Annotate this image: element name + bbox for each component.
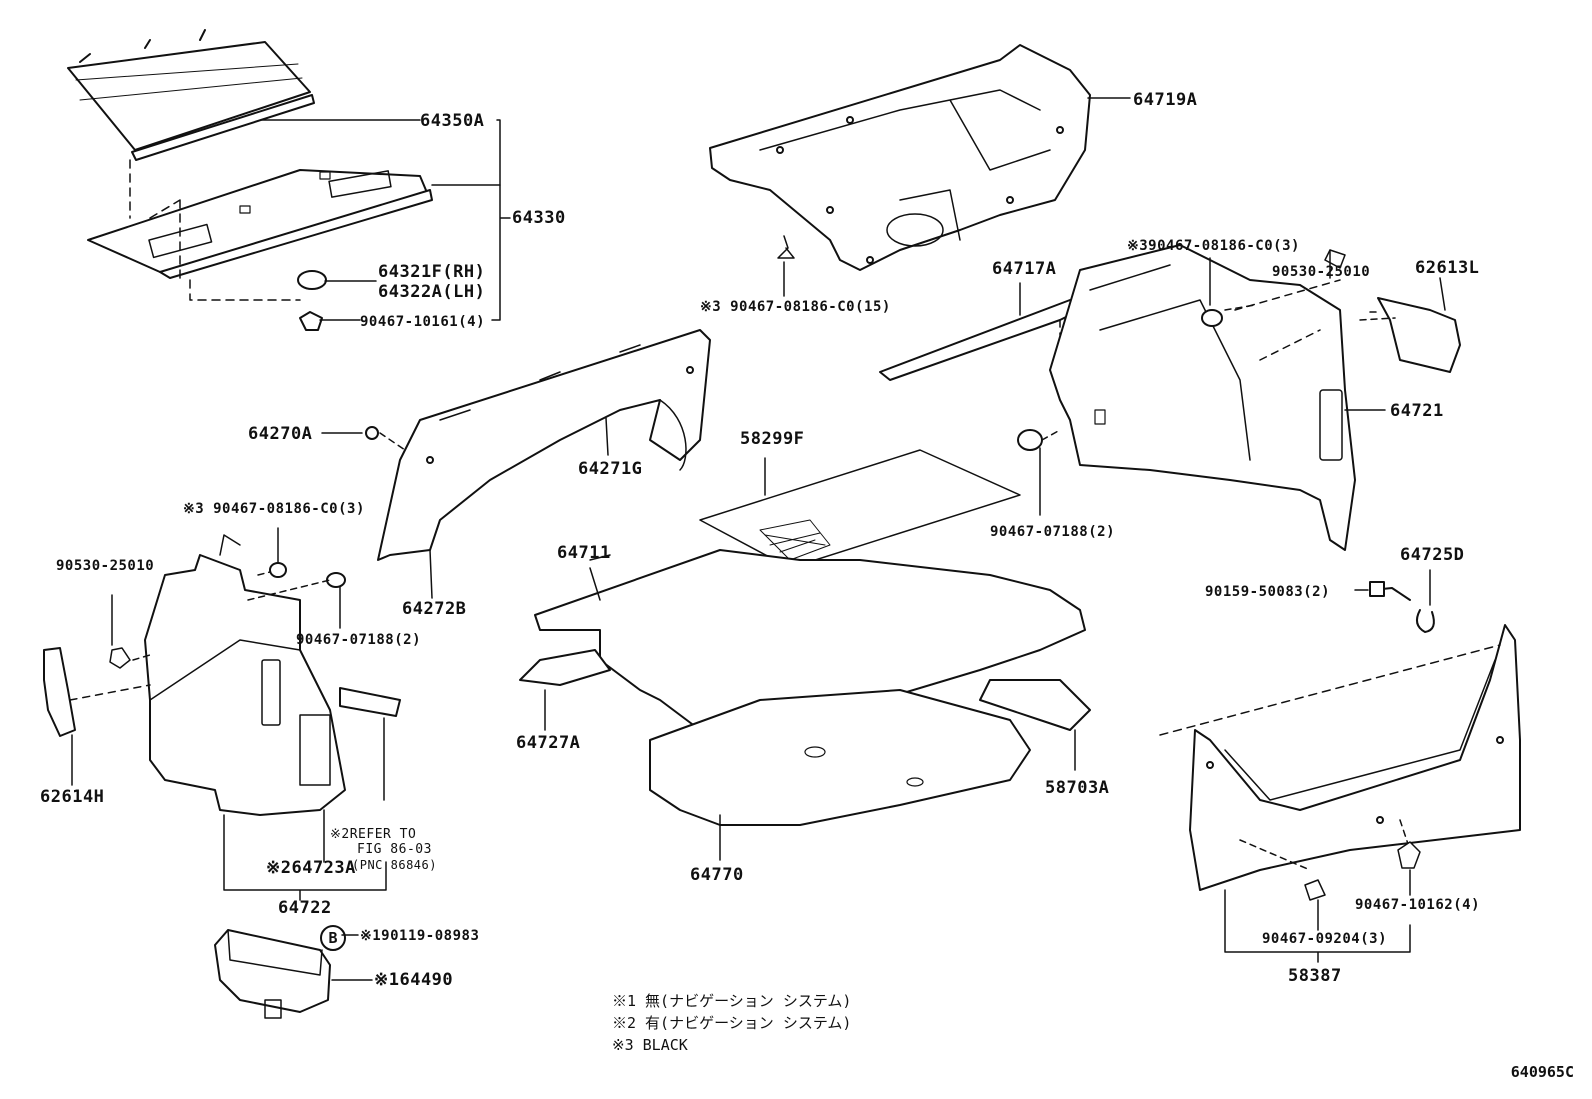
trunk-end-trim-part (1189, 624, 1521, 891)
label-64727A: 64727A (516, 733, 581, 753)
label-58703A: 58703A (1045, 778, 1110, 798)
label-64725D: 64725D (1400, 545, 1465, 565)
label-64722: 64722 (278, 898, 332, 918)
label-64770: 64770 (690, 865, 744, 885)
label-64270A: 64270A (248, 424, 313, 444)
trunk-lid-trim-part (709, 44, 1091, 271)
label-90159-50083: 90159-50083(2) (1205, 584, 1331, 600)
package-tray-part (87, 169, 433, 279)
label-refer-to: ※2REFER TO (330, 827, 417, 842)
label-refer-fig: FIG 86-03 (357, 842, 432, 857)
tonneau-cover-part (67, 29, 315, 161)
storage-tray-part (214, 929, 331, 1019)
label-58299F: 58299F (740, 429, 805, 449)
label-64490: ※164490 (374, 970, 454, 990)
luggage-net-part (699, 449, 1021, 569)
legend-note-3: ※3 BLACK (612, 1036, 688, 1054)
label-64350A: 64350A (420, 111, 485, 131)
label-90119-08983: ※190119-08983 (360, 928, 480, 944)
legend-note-1: ※1 無(ナビゲーション システム) (612, 992, 852, 1010)
label-58387: 58387 (1288, 966, 1342, 986)
label-90467-10161: 90467-10161(4) (360, 314, 486, 330)
legend: ※1 無(ナビゲーション システム) ※2 有(ナビゲーション システム) ※3… (612, 990, 851, 1056)
label-62613L: 62613L (1415, 258, 1480, 278)
label-64719A: 64719A (1133, 90, 1198, 110)
label-64272B: 64272B (402, 599, 467, 619)
label-64717A: 64717A (992, 259, 1057, 279)
diagram-code: 640965C (1510, 1063, 1574, 1081)
label-64321F: 64321F(RH) (378, 262, 486, 282)
trunk-lower-mat-part (649, 689, 1031, 826)
trunk-side-trim-right-part (1049, 244, 1356, 551)
label-90467-08186-3-left: ※3 90467-08186-C0(3) (183, 501, 365, 517)
label-90467-07188-left: 90467-07188(2) (296, 632, 422, 648)
label-90467-08186-15: ※3 90467-08186-C0(15) (700, 299, 891, 315)
trunk-side-trim-left-part (377, 329, 711, 561)
label-refer-pnc: (PNC 86846) (352, 858, 437, 872)
label-64271G: 64271G (578, 459, 643, 479)
label-64322A: 64322A(LH) (378, 282, 486, 302)
label-90530-25010-right: 90530-25010 (1272, 264, 1371, 280)
label-64721: 64721 (1390, 401, 1444, 421)
label-64711: 64711 (557, 543, 611, 563)
label-90467-10162: 90467-10162(4) (1355, 897, 1481, 913)
trunk-floor-mat-part (519, 549, 1086, 746)
label-90530-25010-left: 90530-25010 (56, 558, 155, 574)
legend-note-2: ※2 有(ナビゲーション システム) (612, 1014, 852, 1032)
label-90467-08186-3-right: ※390467-08186-C0(3) (1127, 238, 1300, 254)
label-62614H: 62614H (40, 787, 105, 807)
trunk-side-box-left-part (144, 534, 346, 816)
label-90467-09204: 90467-09204(3) (1262, 931, 1388, 947)
label-64723A: ※264723A (266, 858, 356, 878)
label-90467-07188-right: 90467-07188(2) (990, 524, 1116, 540)
callout-b-marker: B (320, 925, 346, 951)
label-64330: 64330 (512, 208, 566, 228)
